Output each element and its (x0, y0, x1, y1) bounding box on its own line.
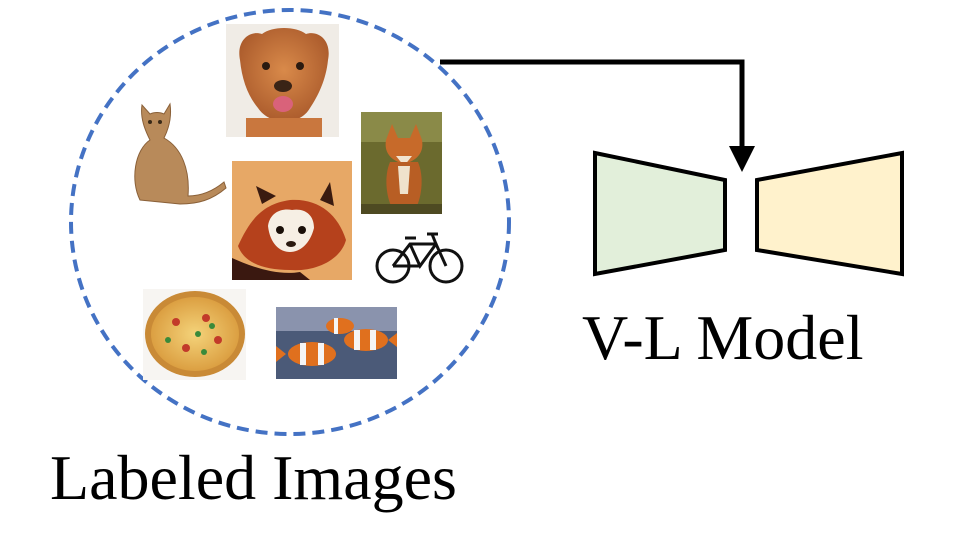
red-panda-image (232, 161, 352, 280)
clownfish-image (276, 307, 397, 379)
vision-encoder-shape (593, 150, 727, 277)
vl-model-caption: V-L Model (582, 302, 864, 373)
connector-arrow (440, 59, 755, 172)
labeled-images-caption: Labeled Images (50, 442, 457, 513)
labeled-images-circle (69, 8, 511, 436)
text-encoder-shape (755, 150, 904, 277)
dog-image (226, 24, 339, 137)
bicycle-image (375, 232, 464, 284)
pizza-image (143, 289, 246, 380)
cat-image (124, 93, 227, 205)
fox-image (361, 112, 442, 214)
